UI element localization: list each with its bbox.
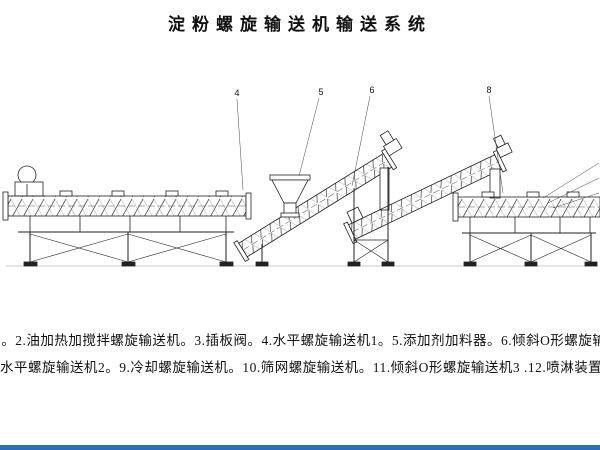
- horizontal-screw-conveyor-1: [2, 190, 252, 221]
- inclined-screw-conveyor-2: [343, 134, 513, 245]
- legend-line-2: 水平螺旋输送机2。9.冷却螺旋输送机。10.筛网螺旋输送机。11.倾斜O形螺旋输…: [0, 360, 600, 375]
- leader-lines-right: [542, 162, 600, 209]
- callout-number-8: 8: [486, 85, 491, 95]
- additive-feeder-hopper: [269, 174, 311, 218]
- bottom-blue-strip: [0, 445, 600, 450]
- support-truss-mid: [347, 167, 395, 267]
- callout-number-6: 6: [369, 85, 374, 95]
- support-truss-right: [462, 217, 598, 267]
- callout-leader-lines: [236, 95, 504, 194]
- legend-line-1: 1。2.油加热加搅拌螺旋输送机。3.插板阀。4.水平螺旋输送机1。5.添加剂加料…: [0, 333, 600, 348]
- callout-number-4: 4: [234, 88, 239, 98]
- drawing-title: 淀粉螺旋输送机输送系统: [168, 15, 432, 34]
- horizontal-screw-conveyor-2: [452, 191, 600, 222]
- callout-number-5: 5: [318, 87, 323, 97]
- drive-motor-left: [14, 165, 44, 197]
- support-truss-left: [18, 216, 234, 267]
